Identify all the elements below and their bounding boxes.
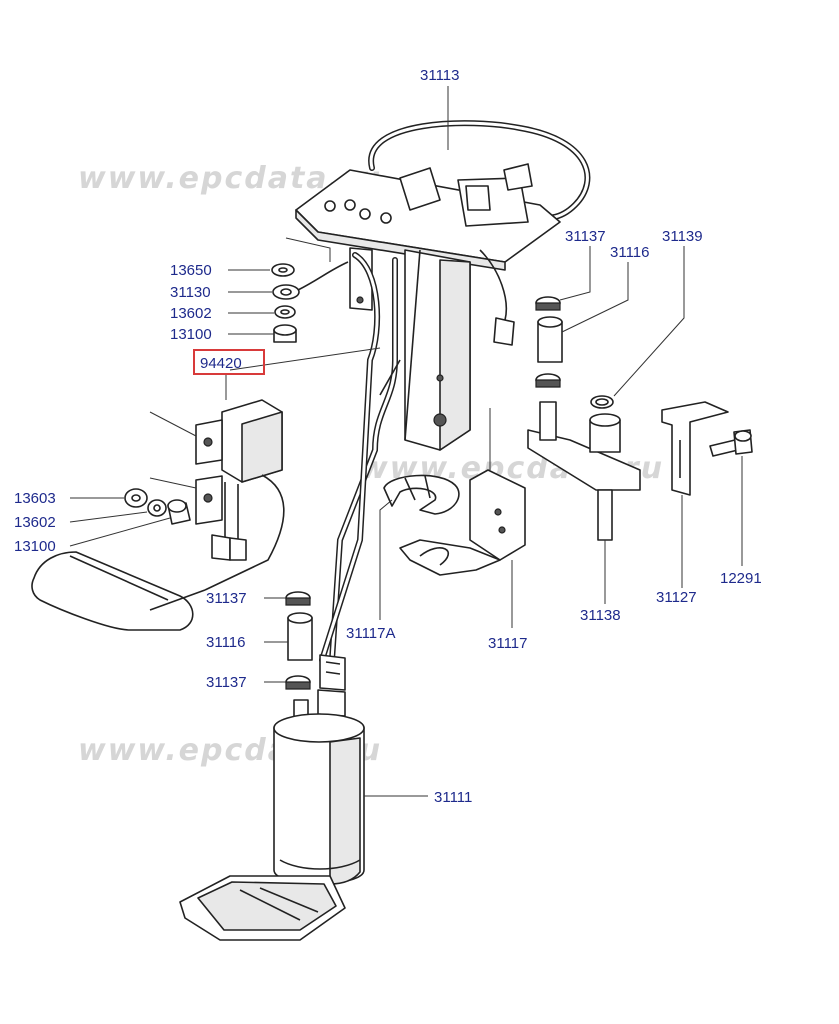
label-31130: 31130: [170, 284, 211, 301]
clamp-31137-left-bottom[interactable]: [285, 675, 311, 690]
relay-module-94420[interactable]: [195, 399, 285, 591]
ground-terminal-31130[interactable]: [272, 261, 349, 300]
clamp-31137-left-top[interactable]: [285, 591, 311, 606]
leader-lines: [69, 86, 743, 797]
pump-bracket[interactable]: [349, 247, 471, 451]
label-94420[interactable]: 94420: [200, 355, 242, 372]
label-31137-left-top: 31137: [206, 590, 247, 607]
label-13602-bottom: 13602: [14, 514, 56, 531]
wire-connector[interactable]: [319, 654, 346, 691]
label-31139: 31139: [662, 228, 703, 245]
fuel-pipe-31138[interactable]: [527, 401, 641, 541]
washer-13602-bottom[interactable]: [147, 499, 167, 517]
clip-31117A[interactable]: [383, 474, 460, 515]
bracket-31117[interactable]: [399, 469, 526, 576]
label-31137-left-bottom: 31137: [206, 674, 247, 691]
resistor-pack[interactable]: [31, 551, 206, 631]
clamp-31137-right-top[interactable]: [535, 296, 561, 311]
label-31117A: 31117A: [346, 625, 396, 642]
label-31111: 31111: [434, 789, 472, 806]
label-13602-top: 13602: [170, 305, 212, 322]
o-ring-31139[interactable]: [590, 395, 614, 409]
hose-31116-left[interactable]: [287, 612, 313, 661]
label-31116-left: 31116: [206, 634, 246, 651]
label-13603: 13603: [14, 490, 56, 507]
label-31117: 31117: [488, 635, 528, 652]
fuel-strainer[interactable]: [179, 875, 346, 941]
nut-13100-bottom[interactable]: [167, 499, 191, 525]
hose-31116-right[interactable]: [537, 316, 563, 363]
washer-13603[interactable]: [124, 488, 148, 508]
sender-unit-flange[interactable]: [295, 120, 591, 271]
label-12291: 12291: [720, 570, 762, 587]
clamp-31137-right-bottom[interactable]: [535, 373, 561, 388]
highlight-box-94420: [193, 349, 265, 375]
label-31113: 31113: [420, 67, 460, 84]
label-31116-right: 31116: [610, 244, 650, 261]
label-13100-bottom: 13100: [14, 538, 56, 555]
washer-13650[interactable]: [271, 263, 295, 277]
label-31137-right: 31137: [565, 228, 606, 245]
fuel-pump-31111[interactable]: [273, 689, 365, 885]
label-13100-top: 13100: [170, 326, 212, 343]
label-13650: 13650: [170, 262, 212, 279]
screw-12291[interactable]: [709, 429, 753, 457]
label-31127: 31127: [656, 589, 697, 606]
washer-13602-top[interactable]: [274, 305, 296, 319]
label-31138: 31138: [580, 607, 621, 624]
nut-13100-top[interactable]: [273, 324, 297, 343]
retaining-bracket-31127[interactable]: [661, 401, 729, 496]
